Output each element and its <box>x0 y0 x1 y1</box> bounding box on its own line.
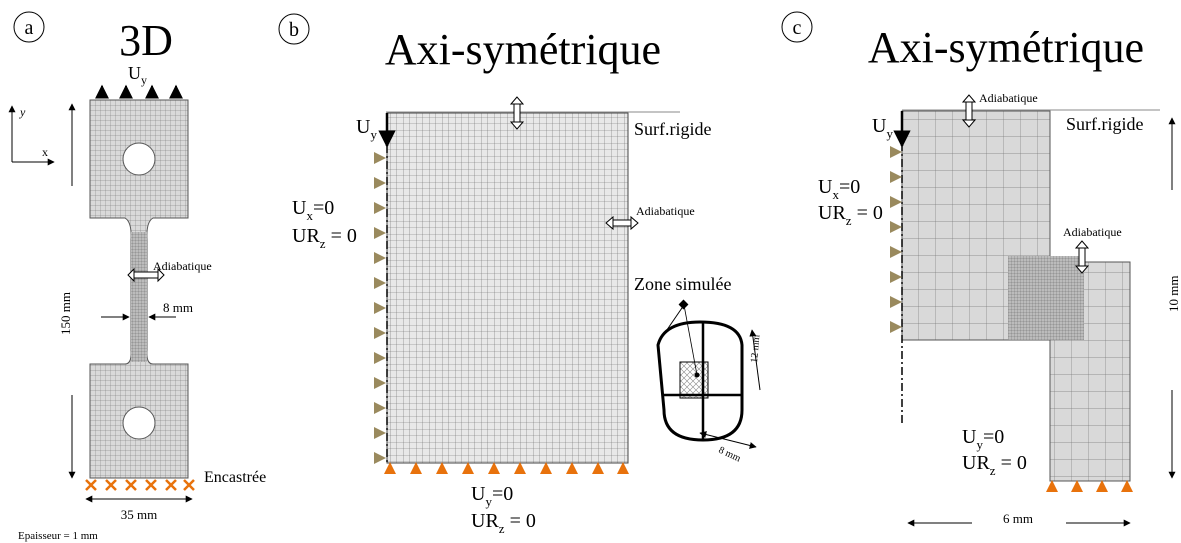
panel-a-clamp-label: Encastrée <box>204 469 266 486</box>
panel-b-badge <box>278 13 310 45</box>
panel-a-adiabatic-label: Adiabatique <box>153 259 212 273</box>
panel-b-bc-urz: URz = 0 <box>292 225 357 251</box>
panel-b-zone-v-label: 12 mm <box>749 334 762 363</box>
panel-b-top-adiabatic-arrow <box>509 96 525 130</box>
panel-a-axis-x: x <box>42 145 48 159</box>
panel-c: c Axi-symétrique Surf.rigide Uy Adiabati… <box>781 11 1181 527</box>
panel-b-bc-ux: Ux=0 <box>292 197 334 223</box>
panel-a-title: 3D <box>119 16 173 65</box>
panel-a-load-arrows <box>95 84 183 99</box>
panel-c-badge <box>781 11 813 43</box>
panel-a-axis-icon <box>8 105 55 166</box>
panel-c-adiabatic-top-label: Adiabatique <box>979 91 1038 105</box>
panel-c-width-label: 6 mm <box>1003 511 1033 526</box>
panel-b-title: Axi-symétrique <box>385 25 661 74</box>
panel-b-bottom-supports <box>384 462 629 474</box>
panel-c-mid-adiabatic-arrow <box>1074 240 1090 274</box>
panel-c-top-adiabatic-arrow <box>961 94 977 128</box>
panel-a-axis-y: y <box>19 105 26 119</box>
panel-c-letter: c <box>793 17 802 39</box>
panel-a-bottom-hole <box>122 406 156 440</box>
panel-a-clamp-markers <box>85 479 195 491</box>
panel-b-adiabatic-label: Adiabatique <box>636 204 695 218</box>
panel-a-adiabatic-arrow <box>127 267 165 283</box>
panel-a: a 3D Uy y x Adiabatique 8 mm <box>8 11 266 542</box>
panel-b-load-label: Uy <box>356 116 377 142</box>
panel-c-bc-uy: Uy=0 <box>962 426 1004 452</box>
panel-a-thickness-label: Epaisseur = 1 mm <box>18 530 98 542</box>
panel-a-letter: a <box>25 17 34 39</box>
panel-a-load-label: Uy <box>128 63 147 87</box>
panel-c-adiabatic-mid-label: Adiabatique <box>1063 225 1122 239</box>
panel-a-gauge-mesh <box>131 232 147 362</box>
panel-c-height-label: 10 mm <box>1166 276 1181 312</box>
panel-c-surface-label: Surf.rigide <box>1066 114 1143 134</box>
panel-c-left-supports <box>890 146 902 333</box>
panel-a-base-label: 35 mm <box>121 507 157 522</box>
panel-c-title: Axi-symétrique <box>868 23 1144 72</box>
panel-b: b Axi-symétrique Surf.rigide Uy Adiabati… <box>278 13 762 536</box>
panel-b-surface-label: Surf.rigide <box>634 119 711 139</box>
panel-b-zone-label: Zone simulée <box>634 274 731 294</box>
panel-a-badge <box>13 11 45 43</box>
panel-b-bc-urz-bottom: URz = 0 <box>471 510 536 536</box>
panel-b-left-supports <box>374 152 386 464</box>
panel-b-letter: b <box>289 19 299 41</box>
panel-c-bottom-supports <box>1046 480 1133 492</box>
panel-a-length-label: 150 mm <box>58 292 73 335</box>
panel-b-zone-h-label: 8 mm <box>717 445 743 465</box>
panel-c-bc-urz: URz = 0 <box>818 202 883 228</box>
panel-c-bc-ux: Ux=0 <box>818 176 860 202</box>
panel-b-zone-cylinder <box>656 299 744 442</box>
panel-a-width-label: 8 mm <box>163 300 193 315</box>
panel-b-bc-uy: Uy=0 <box>471 483 513 509</box>
panel-b-zone-v-arrow <box>749 329 761 391</box>
panel-a-top-hole <box>122 142 156 176</box>
panel-c-bc-urz-bottom: URz = 0 <box>962 452 1027 478</box>
panel-c-load-label: Uy <box>872 115 893 141</box>
panel-b-zone-h-arrow <box>699 431 757 449</box>
panel-b-right-adiabatic-arrow <box>605 215 639 231</box>
panel-c-refined-mesh <box>1008 256 1084 340</box>
panel-b-mesh <box>386 112 629 464</box>
